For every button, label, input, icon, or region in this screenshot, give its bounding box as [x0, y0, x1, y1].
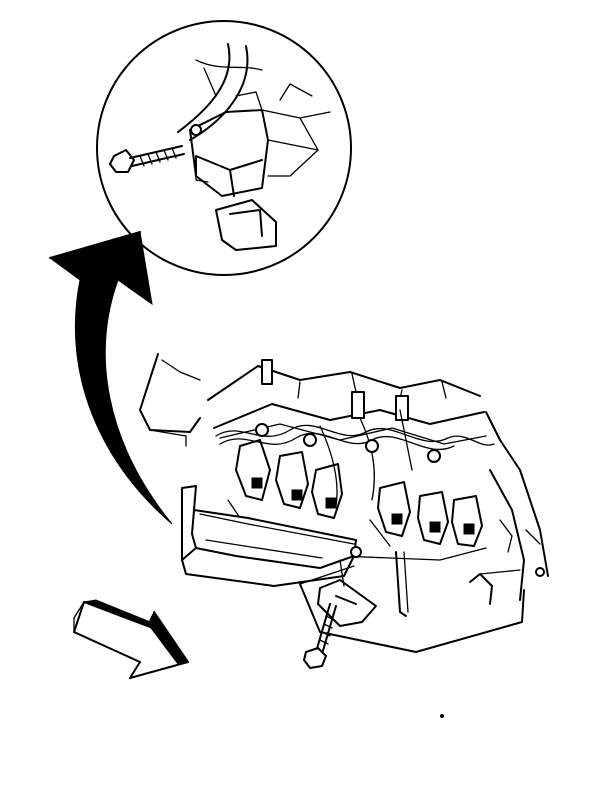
engine-assembly — [139, 353, 549, 653]
direction-arrow — [73, 599, 189, 679]
mounting-bracket — [181, 485, 377, 627]
detail-lower-block — [215, 199, 277, 251]
bracket-bolt — [109, 145, 185, 173]
speck — [440, 714, 444, 718]
detail-view-callout — [96, 20, 352, 276]
detail-hose — [177, 43, 263, 141]
wiring-harness — [215, 409, 495, 507]
coil-packs — [235, 439, 483, 547]
curved-transition-arrow — [48, 231, 173, 525]
detail-bracket — [189, 83, 331, 197]
lower-bolt — [303, 603, 337, 669]
